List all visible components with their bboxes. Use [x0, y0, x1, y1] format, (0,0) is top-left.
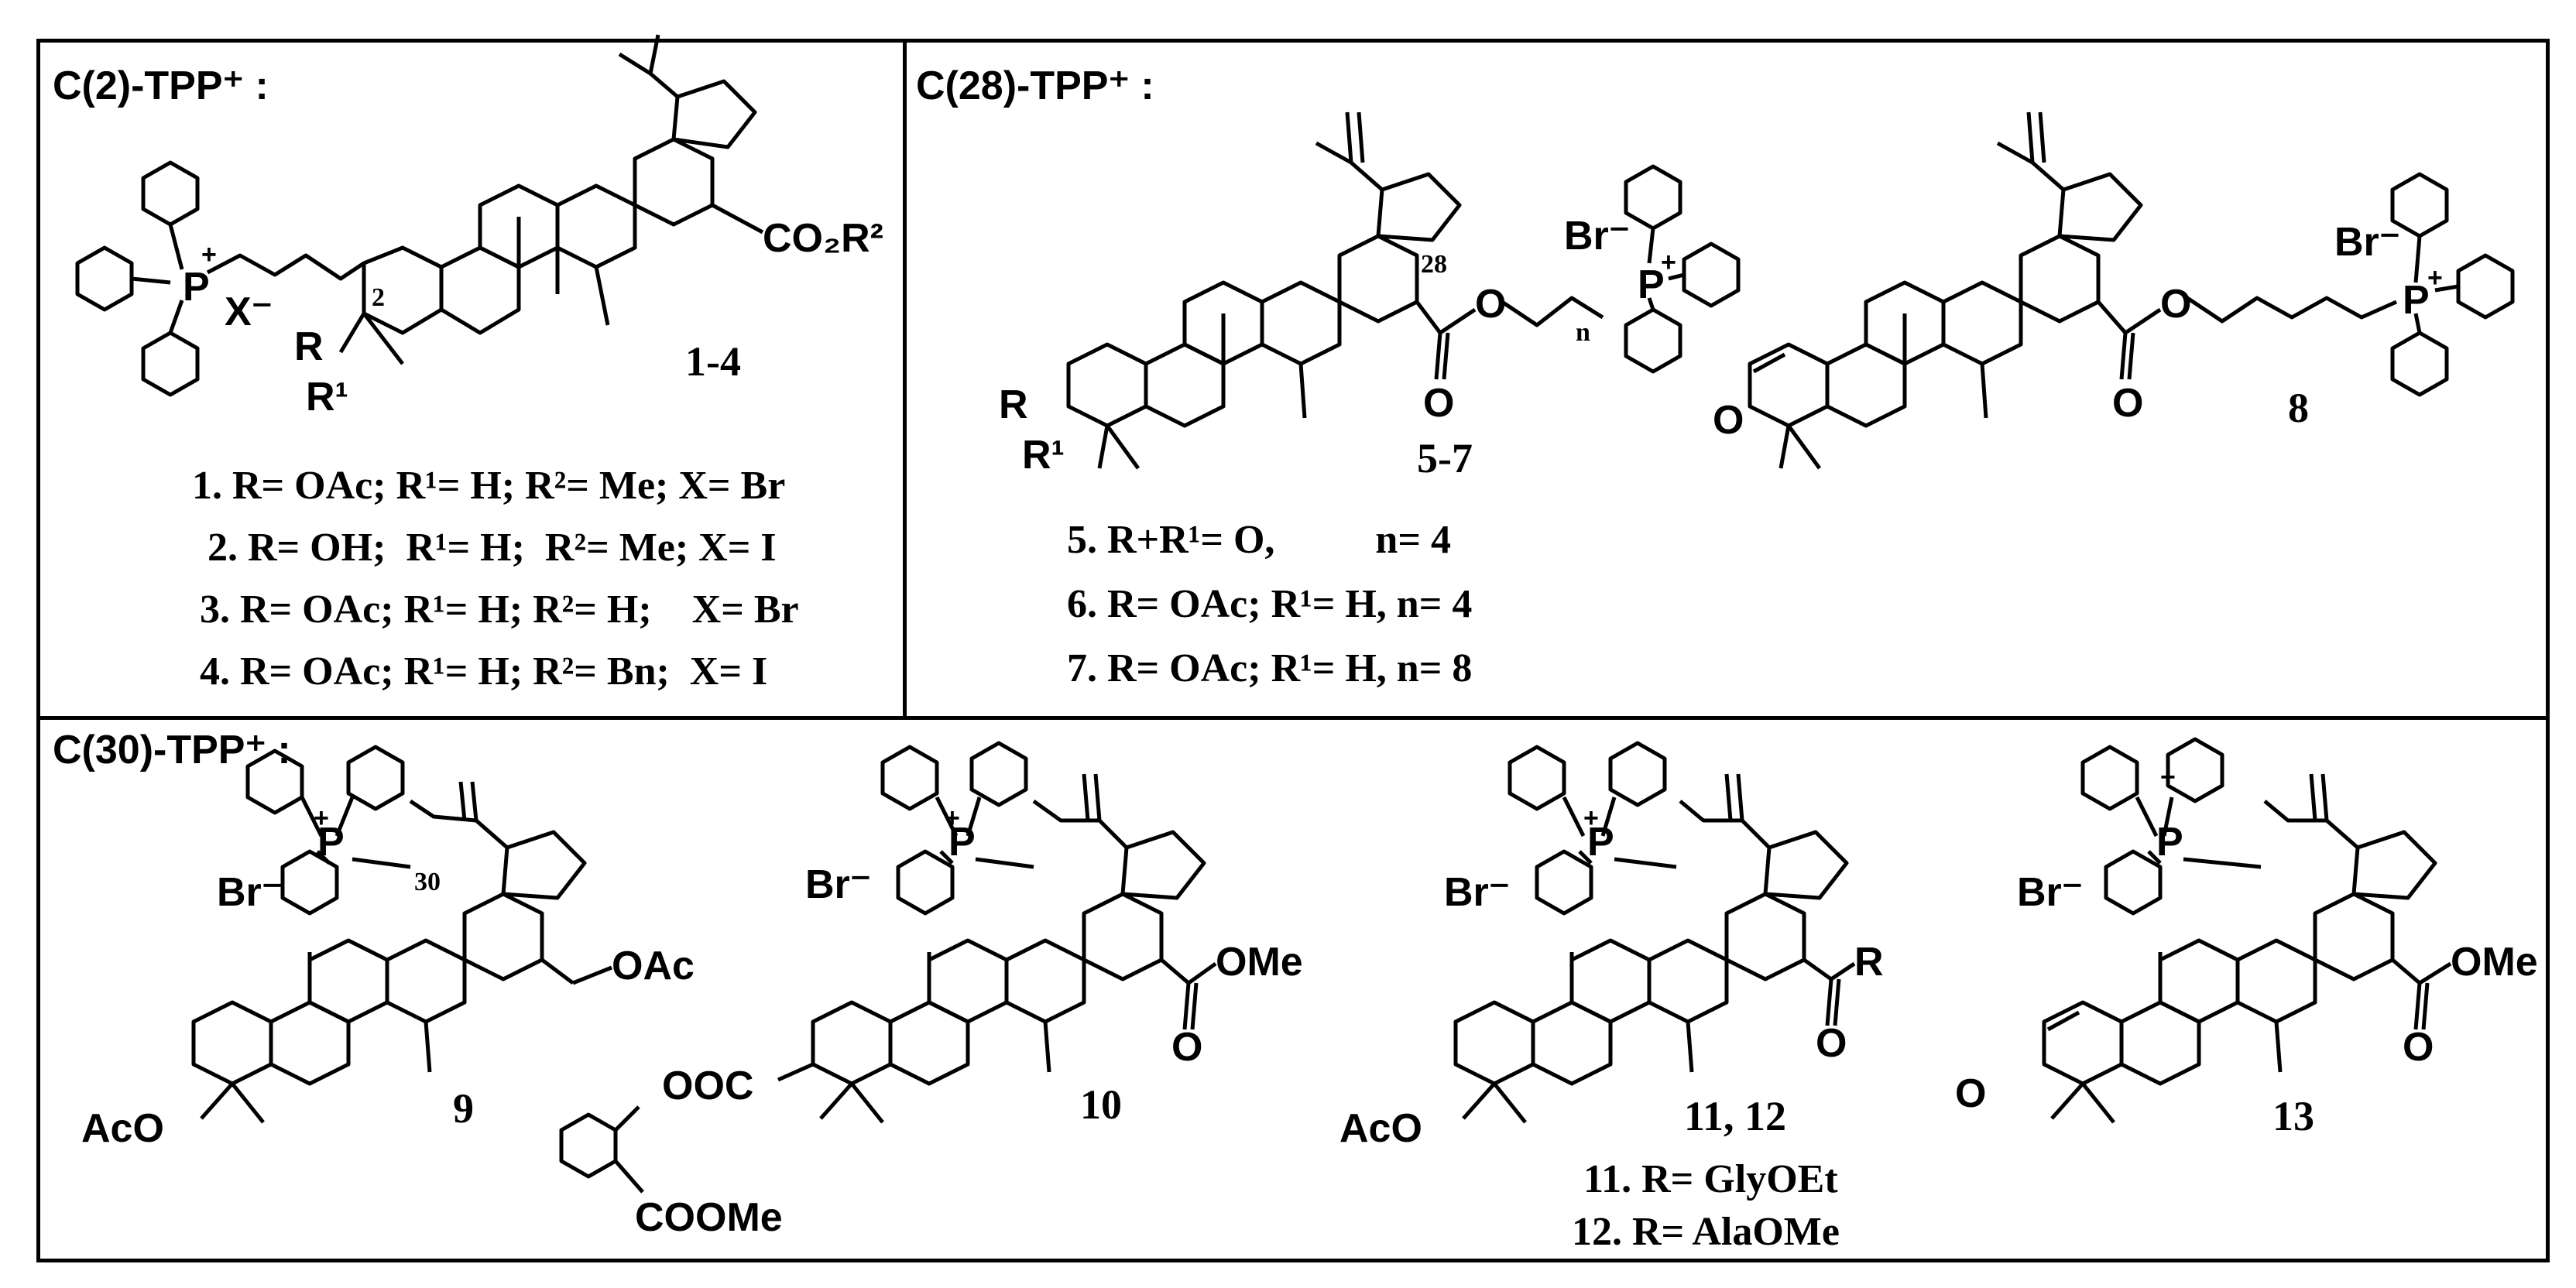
plus-charge-9: +: [314, 803, 329, 833]
c28-legend-line-5: 5. R+R¹= O, n= 4: [1067, 518, 1451, 562]
ooc-label-10: OOC: [662, 1064, 753, 1108]
phosphorus-label-13: P: [2156, 820, 2183, 865]
phosphorus-label-10: P: [948, 820, 976, 865]
plus-charge-11: +: [1583, 803, 1599, 833]
r1-label-5-7: R¹: [1022, 433, 1065, 478]
coome-label-10: COOMe: [635, 1195, 783, 1240]
ketone-oxygen-label-8: O: [1713, 398, 1744, 443]
c2-legend-line-4: 4. R= OAc; R¹= H; R²= Bn; X= I: [200, 649, 768, 694]
ester-oxygen-label-5-7: O: [1475, 282, 1506, 327]
c2-legend-line-3: 3. R= OAc; R¹= H; R²= H; X= Br: [200, 587, 799, 632]
carbonyl-oxygen-label-13: O: [2403, 1025, 2434, 1070]
ome-label-10: OMe: [1216, 940, 1303, 985]
x-counterion: X⁻: [225, 289, 273, 334]
carbonyl-oxygen-label-10: O: [1171, 1025, 1202, 1070]
plus-charge-8: +: [2427, 263, 2443, 293]
compound-id-1-4: 1-4: [685, 338, 741, 385]
panel-c28-title: C(28)-TPP⁺ :: [916, 63, 1154, 108]
ester-oxygen-label-8: O: [2160, 282, 2191, 327]
plus-charge-13: +: [2160, 762, 2176, 792]
bromide-label-5-7: Br⁻: [1564, 214, 1630, 259]
phosphorus-label-8: P: [2403, 278, 2430, 323]
panel-c2-title: C(2)-TPP⁺ :: [53, 63, 269, 108]
phosphorus-label: P: [183, 265, 210, 310]
r1-label: R¹: [306, 375, 348, 420]
compound-id-13: 13: [2272, 1093, 2314, 1139]
ester-label: CO₂R²: [763, 216, 883, 261]
bromide-label-10: Br⁻: [805, 862, 871, 907]
phosphorus-label-9: P: [317, 820, 345, 865]
r-label: R: [294, 324, 324, 369]
c30-position-label: 30: [414, 868, 441, 896]
ome-label-13: OMe: [2451, 940, 2538, 985]
phenyl-ring-left: [75, 245, 134, 312]
r-label-5-7: R: [999, 382, 1028, 427]
oac-label-9: OAc: [612, 944, 695, 988]
bromide-label-11: Br⁻: [1444, 870, 1510, 915]
bromide-label-9: Br⁻: [217, 870, 283, 915]
plus-charge-10: +: [945, 803, 960, 833]
aco-label-11: AcO: [1339, 1106, 1422, 1151]
plus-charge-5-7: +: [1661, 248, 1676, 277]
c2-legend-line-1: 1. R= OAc; R¹= H; R²= Me; X= Br: [192, 464, 786, 508]
carbonyl-oxygen-label-5-7: O: [1423, 381, 1454, 426]
plus-charge: +: [201, 240, 217, 269]
panel-c30-frame: [36, 716, 2550, 1262]
c28-legend-line-7: 7. R= OAc; R¹= H, n= 8: [1067, 646, 1473, 690]
carbonyl-oxygen-label-11: O: [1816, 1021, 1847, 1066]
r-label-11: R: [1854, 940, 1884, 985]
phosphorus-label-5-7: P: [1638, 262, 1665, 307]
phosphorus-label-11: P: [1587, 820, 1614, 865]
c2-position-label: 2: [372, 283, 385, 312]
c28-legend-line-6: 6. R= OAc; R¹= H, n= 4: [1067, 582, 1473, 626]
bromide-label-8: Br⁻: [2334, 220, 2400, 265]
c30-legend-line-11: 11. R= GlyOEt: [1583, 1157, 1838, 1201]
aco-label-9: AcO: [81, 1106, 164, 1151]
compound-id-11-12: 11, 12: [1684, 1093, 1787, 1139]
ketone-oxygen-label-13: O: [1955, 1071, 1986, 1116]
compound-id-5-7: 5-7: [1417, 435, 1473, 481]
c2-legend-line-2: 2. R= OH; R¹= H; R²= Me; X= I: [208, 526, 777, 570]
c30-legend-line-12: 12. R= AlaOMe: [1572, 1210, 1840, 1254]
carbonyl-oxygen-label-8: O: [2112, 381, 2143, 426]
bromide-label-13: Br⁻: [2017, 870, 2083, 915]
n-repeat-label: n: [1576, 318, 1590, 347]
compound-id-10: 10: [1080, 1081, 1122, 1128]
c28-position-label: 28: [1421, 250, 1447, 279]
compound-id-9: 9: [453, 1085, 474, 1132]
compound-id-8: 8: [2288, 385, 2309, 431]
